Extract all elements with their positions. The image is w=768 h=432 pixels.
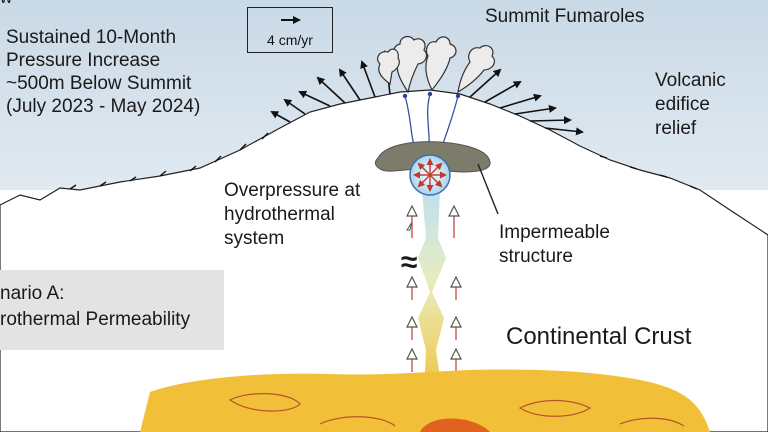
impermeable-leader-line [477,163,499,215]
scenario-box [0,270,224,350]
volcanic-edifice-label-3: relief [655,118,697,139]
title-line-1: Sustained 10-Month [6,27,177,48]
fumarole-plumes [376,35,496,94]
slope-displacement-ticks [69,132,698,190]
magma-body [140,369,710,432]
upward-flux-arrows-left [406,204,418,372]
volcanic-edifice-label-2: edifice [655,94,710,115]
overpressure-arrows [413,158,447,192]
vent-dots [402,91,461,99]
magma-conduit [418,190,446,392]
impermeable-label-2: structure [499,246,573,267]
impermeable-label-1: Impermeable [499,222,610,243]
upward-flux-arrows [406,221,413,231]
displacement-arrows [270,50,584,136]
upward-flux-arrows-right [448,204,462,372]
overpressure-label-1: Overpressure at [224,180,361,201]
title-line-2: Pressure Increase [6,50,161,71]
overpressure-label-3: system [224,228,285,249]
magma-inclusions [228,393,685,427]
continental-crust-label: Continental Crust [506,323,692,350]
title-line-3: ~500m Below Summit [6,73,192,94]
magma-hot-zone [420,418,490,432]
scale-label: 4 cm/yr [267,32,313,48]
title-line-4: (July 2023 - May 2024) [6,96,201,117]
scale-legend-box: 4 cm/yr [247,7,333,53]
overpressure-label-2: hydrothermal [224,204,335,225]
scenario-label-2: rothermal Permeability [0,309,191,330]
top-left-glyph: w [0,0,12,7]
scenario-label-1: nario A: [0,283,65,304]
volcanic-edifice-label-1: Volcanic [655,70,726,91]
summit-fumaroles-label: Summit Fumaroles [485,6,645,27]
approx-symbol: ≈ [401,246,418,279]
